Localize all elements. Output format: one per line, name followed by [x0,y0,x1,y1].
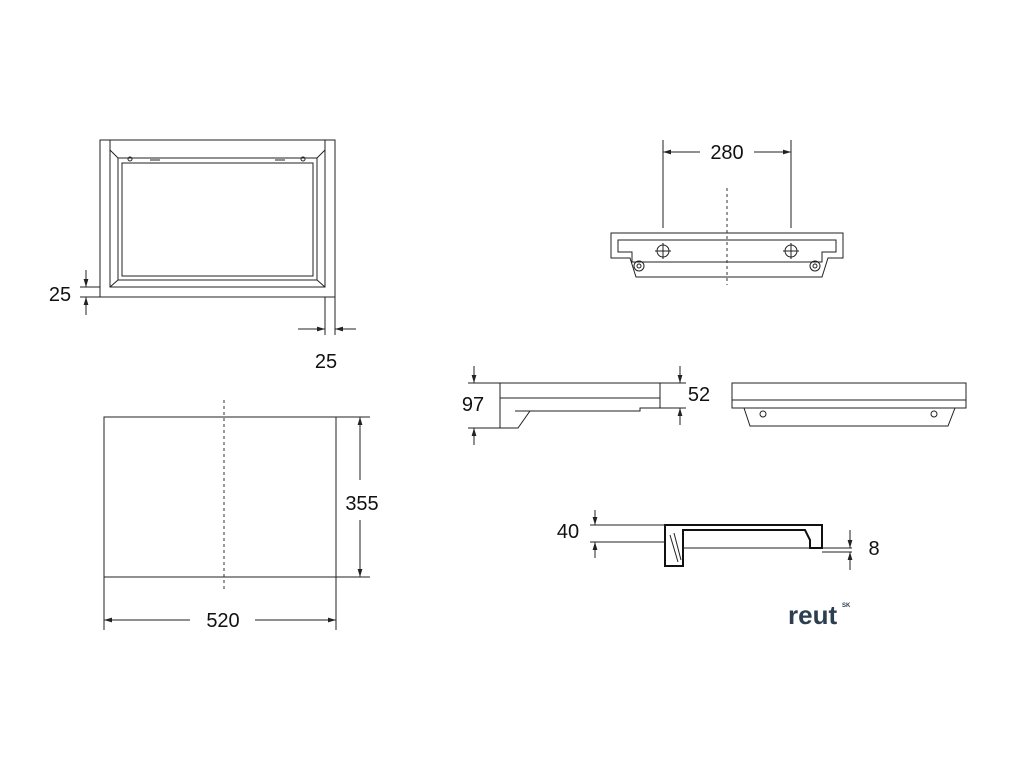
fixing-hole [759,410,767,418]
top-view-basin [99,139,336,298]
dim-520: 520 [103,577,337,632]
basin-bowl-inner [121,162,314,277]
side-outline [499,382,661,429]
dim-52: 52 [660,366,710,425]
cross-section [664,524,852,567]
brand-superscript: SK [842,603,851,609]
dim-280: 280 [662,140,792,228]
foot-left [633,260,645,272]
rear-view [610,188,844,285]
brand-name: reut [788,600,837,630]
rear-inner [617,239,837,263]
mount-hole-left [655,243,671,259]
plan-view [103,400,337,590]
brand-logo: reut SK [788,600,851,630]
mount-hole [300,156,306,162]
dim-label-355: 355 [345,493,378,515]
dim-label-97: 97 [462,394,484,416]
dim-label-25-vertical: 25 [49,284,71,306]
front-view [731,382,967,427]
mount-hole [127,156,133,162]
mount-hole-right [783,243,799,259]
dim-355: 355 [336,416,379,578]
dim-8: 8 [847,530,880,570]
dim-25-vertical: 25 [49,270,100,315]
front-outline [731,382,967,427]
fixing-hole [930,410,938,418]
foot-right [809,260,821,272]
dim-97: 97 [462,366,500,445]
basin-wall-inner [109,140,326,288]
basin-outer-outline [99,139,336,298]
dim-label-520: 520 [206,610,239,632]
plan-outline [103,416,337,578]
dim-label-8: 8 [868,538,879,560]
side-view [499,382,661,429]
dim-label-25-horizontal: 25 [315,351,337,373]
dim-40: 40 [557,510,665,558]
section-outline [664,524,823,567]
dim-25-horizontal: 25 [298,297,356,373]
basin-bowl-outer [117,157,318,281]
dim-label-40: 40 [557,521,579,543]
dim-label-280: 280 [710,142,743,164]
rear-outline [610,232,844,278]
dim-label-52: 52 [688,384,710,406]
